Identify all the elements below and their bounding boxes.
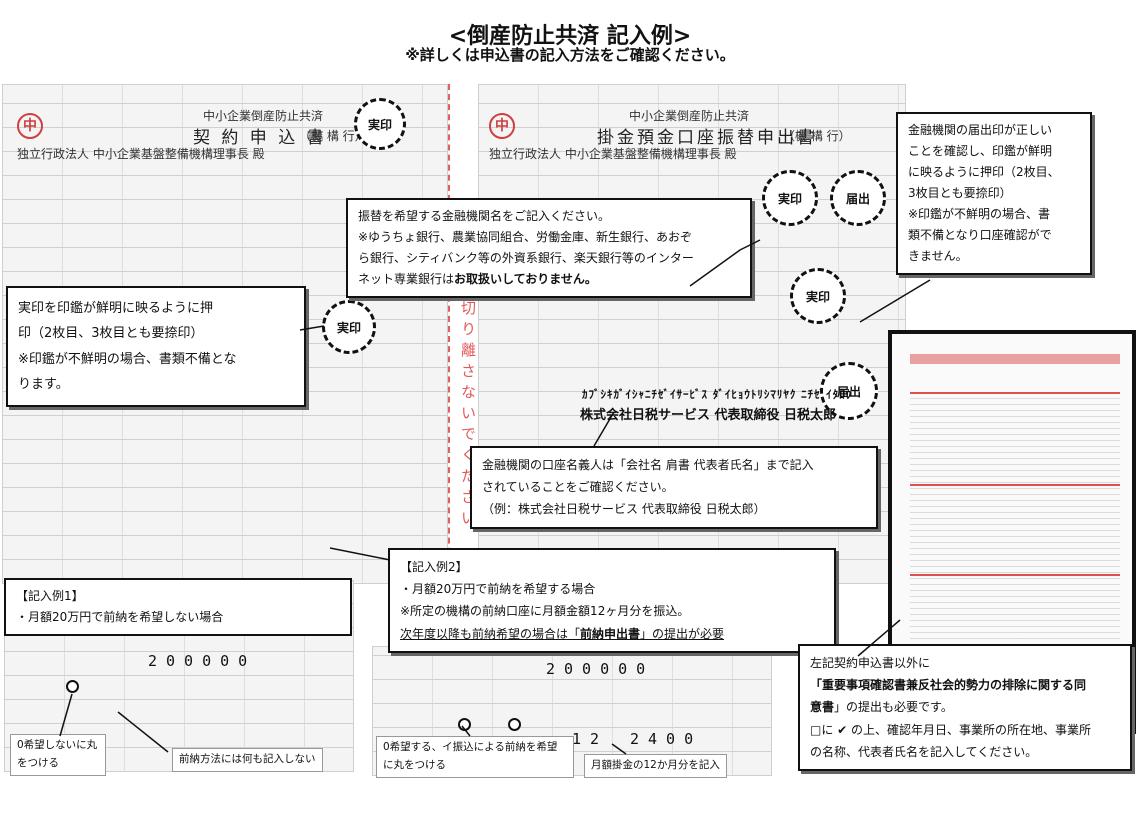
pointer-line [689, 239, 761, 287]
pointer-line [859, 279, 931, 323]
callout-line: 振替を希望する金融機関名をご記入ください。 [358, 209, 611, 223]
callout-bank-name: 振替を希望する金融機関名をご記入ください。 ※ゆうちょ銀行、農業協同組合、労働金… [346, 198, 752, 298]
stamp-label: 実印 [805, 289, 830, 304]
callout-heading: 【記入例1】 [16, 589, 84, 603]
example1-monthly-amount: 200000 [148, 652, 257, 670]
todokede-stamp-debit-2: 届出 [820, 362, 878, 420]
callout-heading: 【記入例2】 [400, 560, 468, 574]
pointer-line [59, 693, 73, 737]
tear-line [448, 84, 450, 584]
no-prepay-mark [66, 680, 79, 693]
callout-text: 」の提出も必要です。 [834, 700, 953, 715]
callout-line: ら銀行、シティバンク等の外資系銀行、楽天銀行等のインター [358, 251, 694, 265]
jitsuin-stamp-debit: 実印 [762, 170, 818, 226]
callout-line: ※所定の機構の前納口座に月額金額12ヶ月分を振込。 [400, 604, 690, 619]
callout-line: 実印を印鑑が鮮明に映るように押 [18, 301, 214, 316]
callout-line: きません。 [908, 249, 968, 263]
callout-line: 類不備となり口座確認がで [908, 228, 1052, 242]
label-method-blank: 前納方法には何も記入しない [172, 748, 323, 772]
pointer-line [593, 411, 615, 447]
stamp-label: 実印 [777, 191, 802, 206]
label-twelve-months: 月額掛金の12か月分を記入 [584, 754, 727, 778]
debit-org-title: 中小企業倒産防止共済 [629, 109, 750, 123]
debit-handling: （機 構 行） [783, 129, 851, 143]
contract-handling: （機 構 行） [299, 129, 367, 143]
debit-form-title: 掛金預金口座振替申出書 [597, 128, 817, 148]
callout-emphasis: 前納申出書 [580, 626, 641, 641]
contract-addressee: 独立行政法人 中小企業基盤整備機構理事長 殿 [17, 147, 265, 161]
consent-document [888, 330, 1136, 734]
stamp-label: 実印 [336, 320, 361, 335]
callout-account-holder: 金融機関の口座名義人は「会社名 肩書 代表者氏名」まで記入 されていることをご確… [470, 446, 878, 529]
callout-line: 次年度以降も前納希望の場合は「前納申出書」の提出が必要 [400, 623, 824, 645]
todokede-stamp-debit: 届出 [830, 170, 886, 226]
callout-other-docs: 左記契約申込書以外に 「重要事項確認書兼反社会的勢力の排除に関する同 意書」の提… [798, 644, 1132, 771]
jitsuin-stamp-debit-2: 実印 [790, 268, 846, 324]
callout-line: （例：株式会社日税サービス 代表取締役 日税太郎） [482, 502, 766, 517]
pointer-line [857, 619, 901, 657]
callout-line: 3枚目とも要捺印） [908, 186, 1012, 200]
callout-line: 「重要事項確認書兼反社会的勢力の排除に関する同 [810, 678, 1087, 693]
callout-line: 意書」の提出も必要です。 [810, 696, 1120, 718]
stamp-label: 届出 [836, 384, 861, 399]
example2-months: 12 [572, 730, 609, 748]
debit-addressee: 独立行政法人 中小企業基盤整備機構理事長 殿 [489, 147, 737, 161]
callout-line: の名称、代表者氏名を記入してください。 [810, 744, 1038, 759]
callout-line: 金融機関の届出印が正しい [908, 123, 1053, 137]
jitsuin-stamp-contract-2: 実印 [322, 300, 376, 354]
callout-text: 」の提出が必要 [640, 626, 725, 641]
callout-line: ことを確認し、印鑑が鮮明 [908, 144, 1053, 158]
contract-org-title: 中小企業倒産防止共済 [203, 109, 324, 123]
label-no-prepay-circle: 0希望しないに丸 をつける [10, 734, 106, 776]
callout-line: に映るように押印（2枚目、 [908, 165, 1060, 179]
callout-line: 印（2枚目、3枚目とも要捺印） [18, 326, 204, 342]
callout-line: ネット専業銀行はお取扱いしておりません。 [358, 269, 740, 290]
account-holder-name: 株式会社日税サービス 代表取締役 日税太郎 [580, 408, 837, 423]
callout-line: ・月額20万円で前納を希望しない場合 [16, 610, 224, 624]
callout-line: □に ✔ の上、確認年月日、事業所の所在地、事業所 [810, 722, 1092, 737]
pointer-line [329, 547, 391, 561]
callout-line: ※印鑑が不鮮明の場合、書 [908, 207, 1051, 221]
stamp-label: 届出 [845, 191, 870, 206]
callout-line: ※印鑑が不鮮明の場合、書類不備とな [18, 351, 237, 367]
pointer-line [461, 725, 471, 737]
doc-section-line [910, 392, 1120, 394]
callout-line: されていることをご確認ください。 [482, 480, 674, 495]
jitsuin-stamp-contract: 実印 [354, 98, 406, 150]
example2-prepay-amount: 2400 [630, 730, 703, 748]
doc-header-band [910, 354, 1120, 364]
prepay-mark-b [508, 718, 521, 731]
callout-example2: 【記入例2】 ・月額20万円で前納を希望する場合 ※所定の機構の前納口座に月額金… [388, 548, 836, 653]
page-title: <倒産防止共済 記入例> [448, 24, 692, 49]
callout-line: 金融機関の口座名義人は「会社名 肩書 代表者氏名」まで記入 [482, 458, 814, 472]
callout-emphasis: 意書 [810, 700, 835, 715]
callout-seal: 実印を印鑑が鮮明に映るように押 印（2枚目、3枚目とも要捺印） ※印鑑が不鮮明の… [6, 286, 306, 408]
callout-example1: 【記入例1】 ・月額20万円で前納を希望しない場合 [4, 578, 352, 636]
stamp-label: 実印 [367, 117, 392, 132]
form-mark: 中 [489, 113, 515, 139]
form-mark: 中 [17, 113, 43, 139]
callout-emphasis: お取扱いしておりません。 [454, 272, 597, 286]
contract-form-title: 契 約 申 込 書 [193, 128, 327, 148]
callout-line: ※ゆうちょ銀行、農業協同組合、労働金庫、新生銀行、あおぞ [358, 230, 693, 244]
page-subtitle: ※詳しくは申込書の記入方法をご確認ください。 [405, 46, 735, 64]
pointer-line [299, 325, 325, 331]
callout-line: ・月額20万円で前納を希望する場合 [400, 582, 596, 597]
callout-text: 次年度以降も前納希望の場合は「 [400, 626, 581, 641]
callout-text: ネット専業銀行は [358, 272, 455, 286]
callout-bank-seal: 金融機関の届出印が正しい ことを確認し、印鑑が鮮明 に映るように押印（2枚目、 … [896, 112, 1092, 275]
callout-line: 左記契約申込書以外に [810, 656, 931, 670]
callout-line: ります。 [18, 377, 69, 393]
label-prepay-circle: 0希望する、イ振込による前納を希望 に丸をつける [376, 736, 574, 778]
pointer-line [117, 711, 169, 753]
pointer-line [611, 743, 627, 755]
account-holder-kana: ｶﾌﾞｼｷｶﾞｲｼｬﾆﾁｾﾞｲｻｰﾋﾞｽ ﾀﾞｲﾋｮｳﾄﾘｼﾏﾘﾔｸ ﾆﾁｾﾞｲ… [582, 388, 853, 401]
example2-monthly-amount: 200000 [546, 660, 655, 678]
